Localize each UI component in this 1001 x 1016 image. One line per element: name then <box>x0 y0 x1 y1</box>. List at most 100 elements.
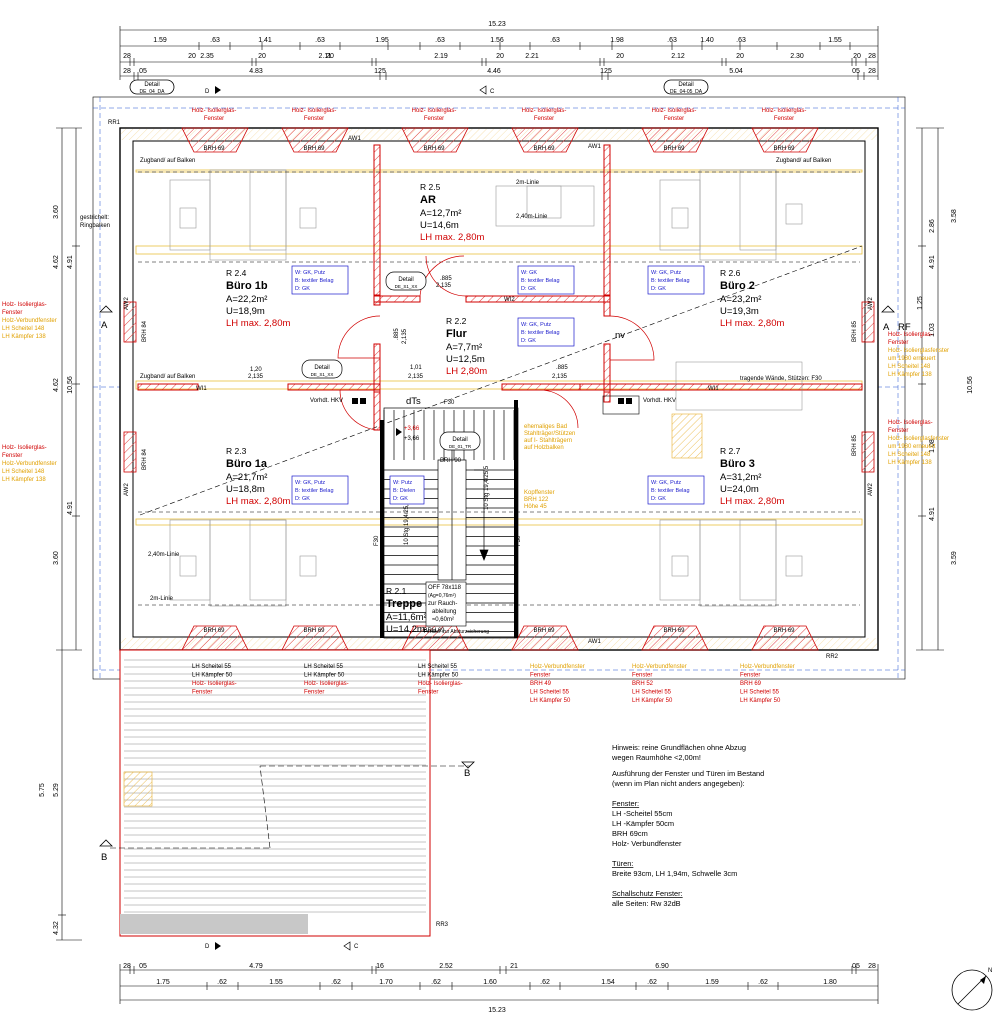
wall-label-wi2: WI2 <box>504 297 515 303</box>
finish-line: W: GK <box>521 270 537 276</box>
room-number: R 2.4 <box>226 268 247 278</box>
window-brh-label: BRH 69 <box>663 146 685 152</box>
dim-value: 4.91 <box>929 255 936 269</box>
detail-label: Detail <box>144 82 159 88</box>
side-note: Holz- Isolierglas- <box>888 420 933 426</box>
dim-value: 2.19 <box>434 53 448 60</box>
door-height: 2,135 <box>436 283 452 289</box>
window-note: LH Scheitel 55 <box>530 690 570 696</box>
aw1-label: AW1 <box>588 639 601 645</box>
note-heading: Türen: <box>612 859 633 868</box>
section-markers-top: Detail DE_04_DA Detail DE_04-05_DA D C <box>129 79 709 95</box>
dim-value: .62 <box>331 979 341 986</box>
dim-value: 1.80 <box>823 979 837 986</box>
side-note: LH Kämpfer 138 <box>888 372 932 378</box>
window-brh-label: BRH 69 <box>303 628 325 634</box>
dim-value: 20 <box>616 53 624 60</box>
dim-value: .62 <box>540 979 550 986</box>
dim-value: 1.56 <box>490 37 504 44</box>
window-brh-label: BRH 69 <box>533 628 555 634</box>
f30-side: F30 <box>374 535 380 546</box>
level-label: +3,66 <box>404 436 420 442</box>
room-area: A=21,7m² <box>226 472 267 483</box>
window-note: Fenster <box>304 690 324 696</box>
side-note: Fenster <box>2 310 22 316</box>
side-note: Holz- Isolierglas- <box>2 302 47 308</box>
stair-wall <box>380 420 384 638</box>
room-area: A=11,6m² <box>386 612 427 623</box>
room-name: Büro 1a <box>226 458 268 470</box>
rr3-label: RR3 <box>436 922 449 928</box>
window-label: Holz- Isolierglas- <box>762 108 807 114</box>
finish-line: B: textiler Belag <box>295 278 334 284</box>
windows-side <box>123 301 875 473</box>
window-note: Holz-Verbundfenster <box>740 664 795 670</box>
dim-value: 28 <box>868 963 876 970</box>
orange-notes: ehemaliges Bad Stahlträger/Stützen auf I… <box>524 424 575 510</box>
window-note: LH Scheitel 55 <box>192 664 232 670</box>
note-heading: Fenster: <box>612 799 639 808</box>
detail-label: Detail <box>314 365 329 371</box>
door-width: .885 <box>556 365 568 371</box>
finish-line: B: textiler Belag <box>521 330 560 336</box>
f30-label: F30 <box>444 400 455 406</box>
room-perimeter: U=14,6m <box>420 220 459 231</box>
ehem-note: auf Holzbalken <box>524 445 564 451</box>
f30-side: F30 <box>516 535 522 546</box>
finish-line: D: GK <box>295 286 310 292</box>
aw1-label: AW1 <box>588 144 601 150</box>
note-heading: Schallschutz Fenster: <box>612 889 683 898</box>
top-dimensions <box>120 29 878 77</box>
window-label: Holz- Isolierglas- <box>192 108 237 114</box>
note-text: LH -Scheitel 55cm <box>612 809 672 818</box>
dim-value: 1.41 <box>258 37 272 44</box>
room-height: LH max. 2,80m <box>226 496 290 507</box>
room-area: A=22,2m² <box>226 294 267 305</box>
window-label: Fenster <box>664 116 684 122</box>
off-text: Fenster zur Absturzsicherung <box>424 629 489 635</box>
window-note: LH Kämpfer 50 <box>530 698 571 704</box>
window-brh-label: BRH 69 <box>773 146 795 152</box>
dim-value: .63 <box>667 37 677 44</box>
window-note: LH Scheitel 55 <box>418 664 458 670</box>
left-window-notes: Holz- Isolierglas- FensterHolz-Verbundfen… <box>2 302 57 483</box>
dim-value: .63 <box>315 37 325 44</box>
side-note: Holz- Isolierglas- <box>888 332 933 338</box>
side-note: Holz-Verbundfenster <box>2 318 57 324</box>
dim-value: 1.55 <box>269 979 283 986</box>
side-note: LH Kämpfer 138 <box>888 460 932 466</box>
finish-line: W: Putz <box>393 480 412 486</box>
room-number: R 2.7 <box>720 446 741 456</box>
dim-value: 3.60 <box>53 551 60 565</box>
side-note: LH Kämpfer 138 <box>2 477 46 483</box>
diagonal-line <box>139 245 863 516</box>
dim-value: 2.12 <box>671 53 685 60</box>
finish-line: D: GK <box>295 496 310 502</box>
dim-value: .63 <box>435 37 445 44</box>
note-text: Holz- Verbundfenster <box>612 839 682 848</box>
note-text: BRH 69cm <box>612 829 648 838</box>
window-note: LH Kämpfer 50 <box>192 673 233 679</box>
line-2m: 2m-Linie <box>150 596 174 602</box>
aw2-label: AW2 <box>124 297 130 310</box>
window-note: LH Kämpfer 50 <box>304 673 345 679</box>
window-label: Fenster <box>424 116 444 122</box>
detail-label: Detail <box>398 277 413 283</box>
detail-code: DE_S1_XX <box>311 372 334 377</box>
side-note: Holz-Verbundfenster <box>2 461 57 467</box>
dim-value: 4.62 <box>53 255 60 269</box>
finish-line: W: GK, Putz <box>651 480 681 486</box>
note-text: Breite 93cm, LH 1,94m, Schwelle 3cm <box>612 869 737 878</box>
radiators <box>352 398 632 404</box>
dim-value: 20 <box>736 53 744 60</box>
dim-value: .62 <box>758 979 768 986</box>
